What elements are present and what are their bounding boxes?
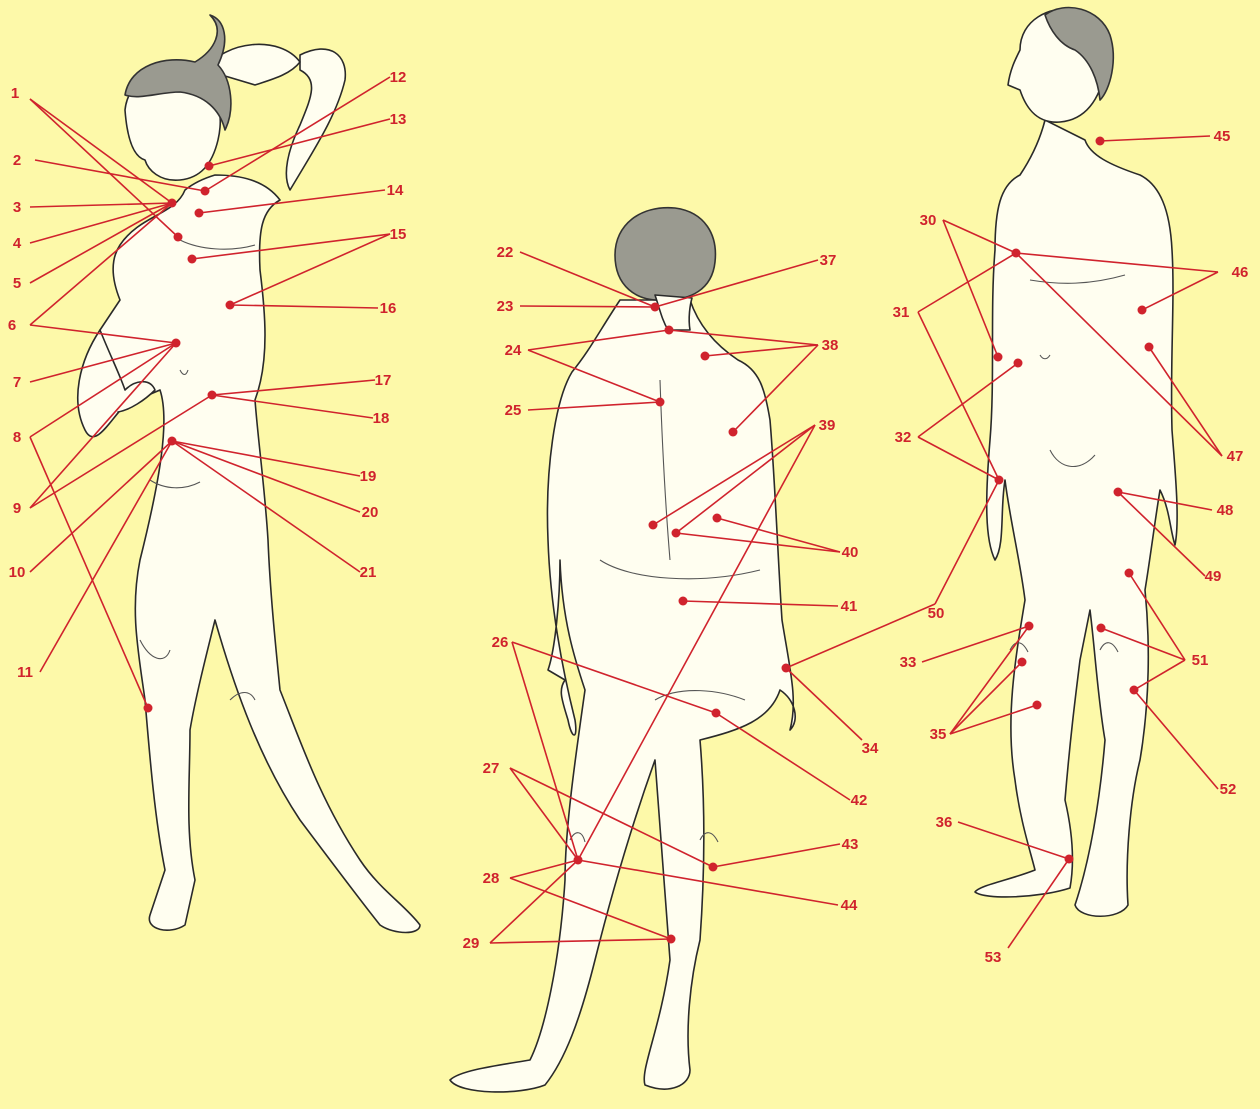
marker-dot <box>679 597 688 606</box>
label-46: 46 <box>1232 264 1249 281</box>
marker-dot <box>995 476 1004 485</box>
leader-line-23 <box>520 306 655 307</box>
marker-dot <box>168 437 177 446</box>
marker-dot <box>656 398 665 407</box>
label-5: 5 <box>13 275 21 292</box>
label-21: 21 <box>360 564 377 581</box>
label-50: 50 <box>928 605 945 622</box>
label-42: 42 <box>851 792 868 809</box>
marker-dot <box>667 935 676 944</box>
label-31: 31 <box>893 304 910 321</box>
label-20: 20 <box>362 504 379 521</box>
label-14: 14 <box>387 182 404 199</box>
marker-dot <box>1138 306 1147 315</box>
marker-dot <box>208 391 217 400</box>
label-36: 36 <box>936 814 953 831</box>
label-17: 17 <box>375 372 392 389</box>
label-28: 28 <box>483 870 500 887</box>
marker-dot <box>205 162 214 171</box>
label-26: 26 <box>492 634 509 651</box>
marker-dot <box>1130 686 1139 695</box>
label-6: 6 <box>8 317 16 334</box>
label-7: 7 <box>13 374 21 391</box>
label-11: 11 <box>17 664 33 681</box>
label-18: 18 <box>373 410 390 427</box>
marker-dot <box>1114 488 1123 497</box>
label-12: 12 <box>390 69 407 86</box>
label-25: 25 <box>505 402 522 419</box>
label-45: 45 <box>1214 128 1231 145</box>
marker-dot <box>729 428 738 437</box>
marker-dot <box>201 187 210 196</box>
marker-dot <box>712 709 721 718</box>
marker-dot <box>574 856 583 865</box>
marker-dot <box>1125 569 1134 578</box>
label-3: 3 <box>13 199 21 216</box>
marker-dot <box>651 303 660 312</box>
label-35: 35 <box>930 726 947 743</box>
marker-dot <box>144 704 153 713</box>
marker-dot <box>1065 855 1074 864</box>
marker-dot <box>672 529 681 538</box>
label-19: 19 <box>360 468 377 485</box>
label-29: 29 <box>463 935 480 952</box>
marker-dot <box>1145 343 1154 352</box>
marker-dot <box>1018 658 1027 667</box>
label-1: 1 <box>11 85 19 102</box>
label-2: 2 <box>13 152 21 169</box>
label-43: 43 <box>842 836 859 853</box>
label-13: 13 <box>390 111 407 128</box>
marker-dot <box>665 326 674 335</box>
marker-dot <box>1097 624 1106 633</box>
marker-dot <box>1096 137 1105 146</box>
label-22: 22 <box>497 244 514 261</box>
label-30: 30 <box>920 212 937 229</box>
marker-dot <box>1012 249 1021 258</box>
label-10: 10 <box>9 564 26 581</box>
label-34: 34 <box>862 740 879 757</box>
marker-dot <box>172 339 181 348</box>
label-41: 41 <box>841 598 858 615</box>
label-48: 48 <box>1217 502 1234 519</box>
marker-dot <box>782 664 791 673</box>
marker-dot <box>195 209 204 218</box>
marker-dot <box>226 301 235 310</box>
marker-dot <box>1033 701 1042 710</box>
label-49: 49 <box>1205 568 1222 585</box>
label-38: 38 <box>822 337 839 354</box>
marker-dot <box>188 255 197 264</box>
label-33: 33 <box>900 654 917 671</box>
label-16: 16 <box>380 300 397 317</box>
label-15: 15 <box>390 226 407 243</box>
marker-dot <box>713 514 722 523</box>
marker-dot <box>994 353 1003 362</box>
label-51: 51 <box>1192 652 1209 669</box>
marker-dot <box>649 521 658 530</box>
label-40: 40 <box>842 544 859 561</box>
label-47: 47 <box>1227 448 1244 465</box>
label-44: 44 <box>841 897 858 914</box>
marker-dot <box>1014 359 1023 368</box>
marker-dot <box>1025 622 1034 631</box>
label-39: 39 <box>819 417 836 434</box>
label-53: 53 <box>985 949 1002 966</box>
label-37: 37 <box>820 252 837 269</box>
label-23: 23 <box>497 298 514 315</box>
label-9: 9 <box>13 500 21 517</box>
label-52: 52 <box>1220 781 1237 798</box>
marker-dot <box>701 352 710 361</box>
label-24: 24 <box>505 342 522 359</box>
label-27: 27 <box>483 760 500 777</box>
label-4: 4 <box>13 235 22 252</box>
marker-dot <box>174 233 183 242</box>
marker-dot <box>709 863 718 872</box>
marker-dot <box>168 199 177 208</box>
label-32: 32 <box>895 429 912 446</box>
label-8: 8 <box>13 429 21 446</box>
